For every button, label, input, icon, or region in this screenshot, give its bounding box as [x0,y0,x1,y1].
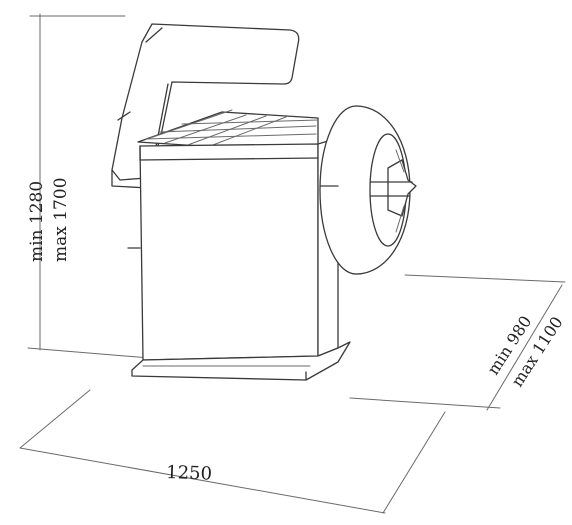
wheel [319,105,417,275]
depth-dimension-lines [349,274,566,411]
height-dimension-lines [27,13,151,359]
width-dimension-lines [19,389,446,514]
height-max-label: max 1700 [51,177,71,262]
height-min-label: min 1280 [27,181,47,262]
balancer-cabinet [127,109,351,381]
width-label: 1250 [166,462,213,485]
